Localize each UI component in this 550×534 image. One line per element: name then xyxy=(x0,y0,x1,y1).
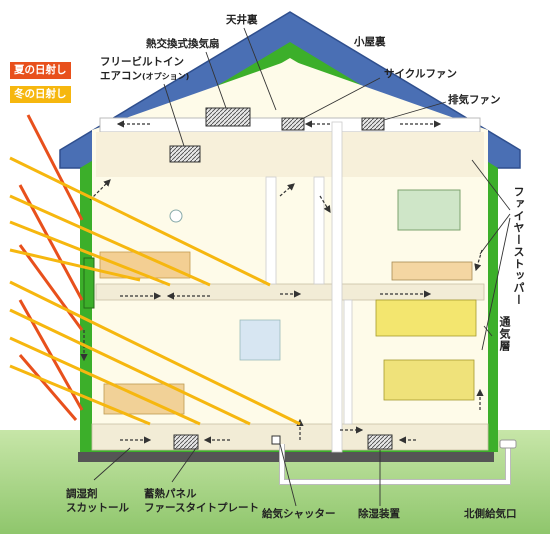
bed xyxy=(392,262,472,280)
kitchen-counter xyxy=(384,360,474,400)
label-exhaust-fan: 排気ファン xyxy=(448,94,501,107)
exhaust-fan-box xyxy=(362,118,384,130)
vertical-duct xyxy=(332,122,342,452)
foundation xyxy=(78,452,494,462)
label-attic: 小屋裏 xyxy=(354,36,386,49)
label-ceiling-space: 天井裏 xyxy=(226,14,258,27)
label-humidity-agent-line1: 調湿剤 xyxy=(66,488,98,501)
wall-clock-icon xyxy=(170,210,182,222)
label-intake-shutter: 給気シャッター xyxy=(262,508,336,521)
label-dehumidifier: 除湿装置 xyxy=(358,508,400,521)
heat-exchange-fan-box xyxy=(206,108,250,126)
label-built-in-ac-line2: エアコン xyxy=(100,70,142,82)
floor-slab xyxy=(96,284,484,300)
dehumidifier-box xyxy=(368,435,392,449)
label-north-intake: 北側給気口 xyxy=(464,508,517,521)
kitchen-cabinets-upper xyxy=(376,300,476,336)
legend-winter-sun: 冬の日射し xyxy=(10,86,71,103)
window-lower xyxy=(240,320,280,360)
label-ventilation-layer: 通気層 xyxy=(498,316,511,352)
upper-ceiling-area xyxy=(96,132,484,177)
legend-winter-text: 冬の日射し xyxy=(14,88,67,100)
label-thermal-panel-line2: ファースタイトプレート xyxy=(144,502,259,515)
thermal-panel-box xyxy=(174,435,198,449)
left-window-frame xyxy=(84,258,94,308)
window-upper-right xyxy=(398,190,460,230)
label-built-in-ac-option: (オプション) xyxy=(142,72,189,81)
ground-slab xyxy=(92,424,488,450)
north-intake-vent xyxy=(500,440,516,448)
label-humidity-agent-line2: スカットール xyxy=(66,502,129,515)
label-built-in-ac: エアコン(オプション) xyxy=(100,70,189,83)
label-thermal-panel-line1: 蓄熱パネル xyxy=(144,488,197,501)
label-cycle-fan: サイクルファン xyxy=(384,68,457,81)
intake-shutter-box xyxy=(272,436,280,444)
label-built-in-ac-line1: フリービルトイン xyxy=(100,56,184,69)
label-fire-stopper: ファイヤーストッパー xyxy=(512,186,525,306)
built-in-ac-box xyxy=(170,146,200,162)
label-heat-exchange-fan: 熱交換式換気扇 xyxy=(146,38,220,51)
legend-summer-text: 夏の日射し xyxy=(14,64,67,76)
legend-summer-sun: 夏の日射し xyxy=(10,62,71,79)
